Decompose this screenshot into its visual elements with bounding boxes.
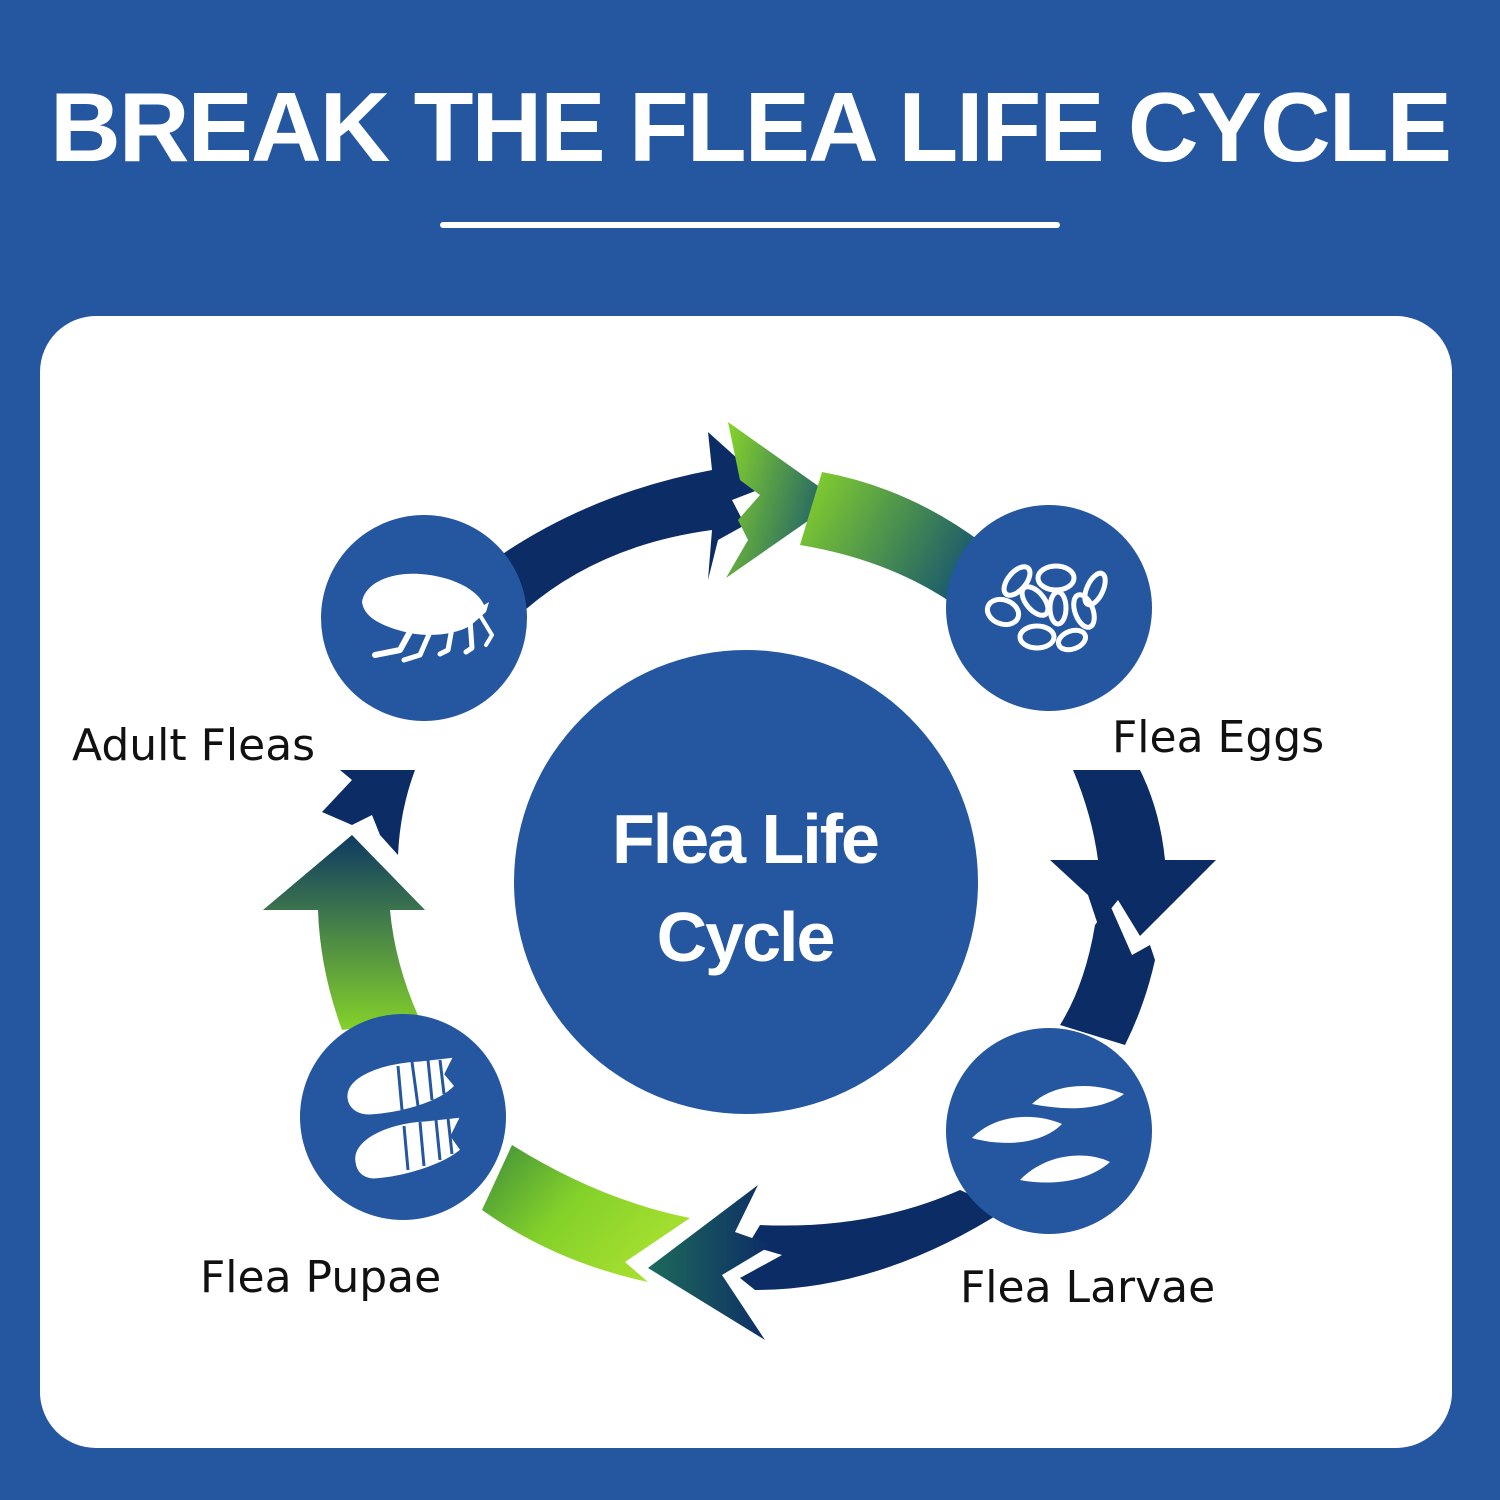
- center-circle: [514, 650, 978, 1114]
- page-title: BREAK THE FLEA LIFE CYCLE: [49, 72, 1452, 182]
- stage-label-eggs: Flea Eggs: [1112, 712, 1325, 763]
- stage-label-larvae: Flea Larvae: [960, 1262, 1216, 1313]
- center-title: Flea Life Cycle: [515, 790, 975, 986]
- arrow-adult-to-eggs-navy: [480, 432, 768, 610]
- arrow-larvae-to-pupae-navy: [740, 1190, 1005, 1290]
- larvae-icon: [972, 1085, 1124, 1183]
- flea-icon: [362, 573, 494, 663]
- center-title-line1: Flea Life: [612, 800, 880, 878]
- arrow-larvae-to-pupae-head: [648, 1185, 772, 1340]
- arrow-adult-to-eggs-green: [726, 422, 838, 578]
- stage-label-adult: Adult Fleas: [72, 720, 316, 771]
- title-underline: [440, 222, 1060, 228]
- eggs-icon: [984, 563, 1108, 653]
- arrow-pupae-to-adult-green: [263, 835, 425, 1030]
- arrow-larvae-to-pupae-green: [482, 1145, 690, 1282]
- arrow-adult-to-eggs-green-tail: [800, 472, 985, 605]
- pupae-icon: [344, 1054, 465, 1182]
- stage-label-pupae: Flea Pupae: [200, 1252, 442, 1303]
- arrow-pupae-to-adult-navy: [322, 770, 415, 855]
- arrow-eggs-to-larvae-bottom: [1060, 905, 1155, 1045]
- stage-circle-pupae: [300, 1014, 506, 1220]
- arrow-eggs-to-larvae-top: [1050, 770, 1216, 936]
- center-title-line2: Cycle: [656, 898, 836, 976]
